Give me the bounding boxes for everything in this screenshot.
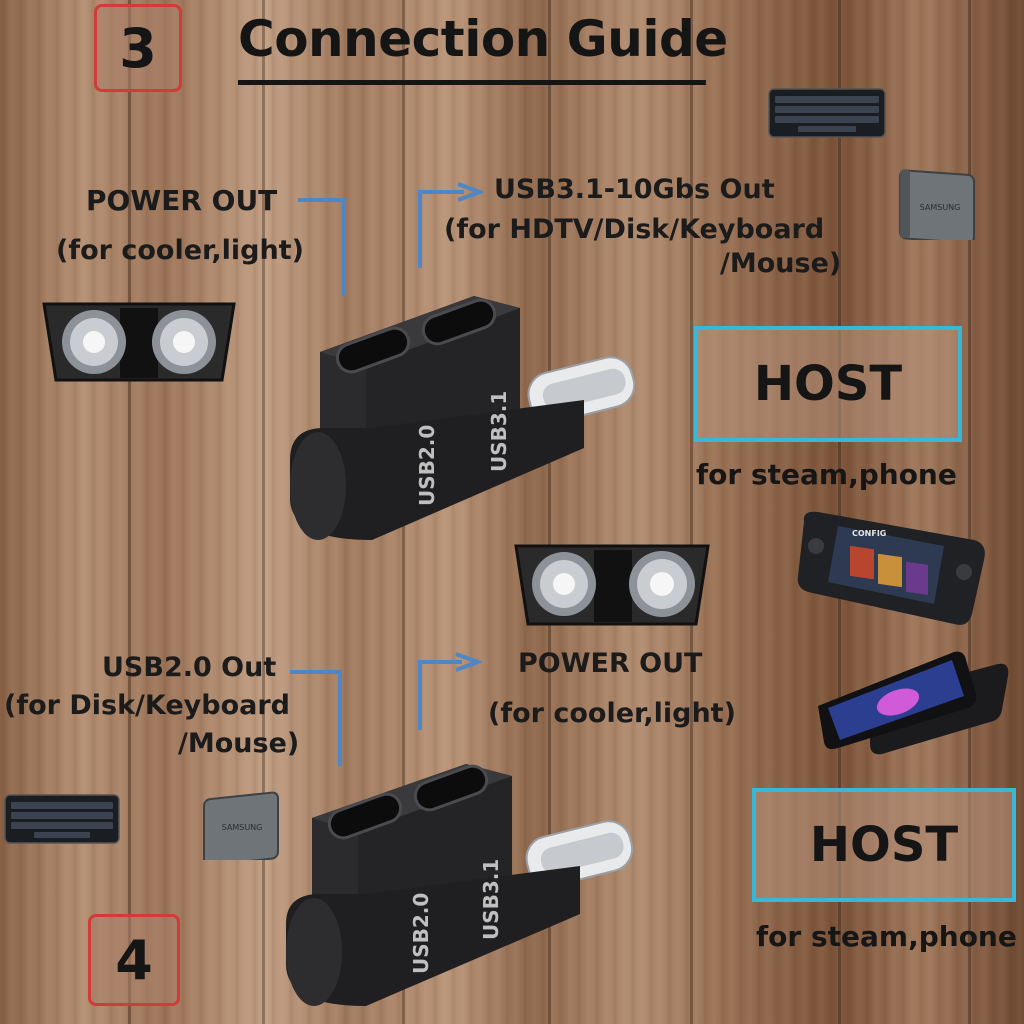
console-brand: CONFIG (852, 529, 886, 538)
wood-plank-gap (128, 0, 131, 1024)
top-power-out-subtitle: (for cooler,light) (56, 235, 304, 266)
title-underline (238, 80, 706, 85)
adapter-icon: USB2.0 USB3.1 (286, 764, 634, 1006)
top-usb31-subtitle-cont: /Mouse) (720, 248, 842, 279)
page-title: Connection Guide (238, 10, 728, 68)
wood-plank-gap (838, 0, 841, 1024)
host-subtitle-bottom: for steam,phone (756, 920, 1017, 953)
connector-line (418, 660, 462, 664)
ssd-icon: SAMSUNG (899, 169, 975, 240)
connector-line (298, 198, 346, 202)
step-number-bottom: 4 (88, 914, 180, 1006)
host-box-bottom: HOST (752, 788, 1016, 902)
wood-plank-gap (262, 0, 265, 1024)
top-usb31-subtitle: (for HDTV/Disk/Keyboard (444, 214, 825, 245)
bottom-usb20-title: USB2.0 Out (102, 652, 277, 683)
wood-plank-gap (968, 0, 971, 1024)
smartphone-icon (818, 651, 1009, 755)
ssd-brand: SAMSUNG (920, 203, 961, 212)
bottom-power-out-title: POWER OUT (518, 648, 703, 679)
bottom-usb20-subtitle-cont: /Mouse) (178, 728, 300, 759)
step-number-top: 3 (94, 4, 182, 92)
port-label-usb20: USB2.0 (409, 893, 433, 974)
connector-line (342, 198, 346, 296)
arrow-right-icon (457, 182, 484, 202)
connector-line (338, 670, 342, 766)
adapter-icon: USB2.0 USB3.1 (290, 296, 636, 540)
port-label-usb20: USB2.0 (415, 425, 439, 506)
host-subtitle-top: for steam,phone (696, 458, 957, 491)
wood-plank-gap (690, 0, 693, 1024)
connector-line (418, 190, 422, 268)
connector-line (418, 660, 422, 730)
ssd-icon: SAMSUNG (203, 791, 279, 860)
keyboard-icon (4, 794, 120, 844)
bottom-power-out-subtitle: (for cooler,light) (488, 698, 736, 729)
cooler-fan-icon (42, 302, 236, 382)
keyboard-icon (768, 88, 886, 138)
ssd-brand: SAMSUNG (222, 823, 263, 832)
top-power-out-title: POWER OUT (86, 184, 278, 217)
port-label-usb31: USB3.1 (487, 391, 511, 472)
bottom-usb20-subtitle: (for Disk/Keyboard (4, 690, 291, 721)
cooler-fan-icon (514, 544, 710, 626)
connector-line (290, 670, 342, 674)
wood-plank-gap (548, 0, 551, 1024)
port-label-usb31: USB3.1 (479, 859, 503, 940)
connector-line (418, 190, 464, 194)
host-box-top: HOST (694, 326, 962, 442)
arrow-right-icon (455, 652, 482, 672)
handheld-console-icon: CONFIG (797, 511, 985, 625)
top-usb31-title: USB3.1-10Gbs Out (494, 174, 775, 205)
